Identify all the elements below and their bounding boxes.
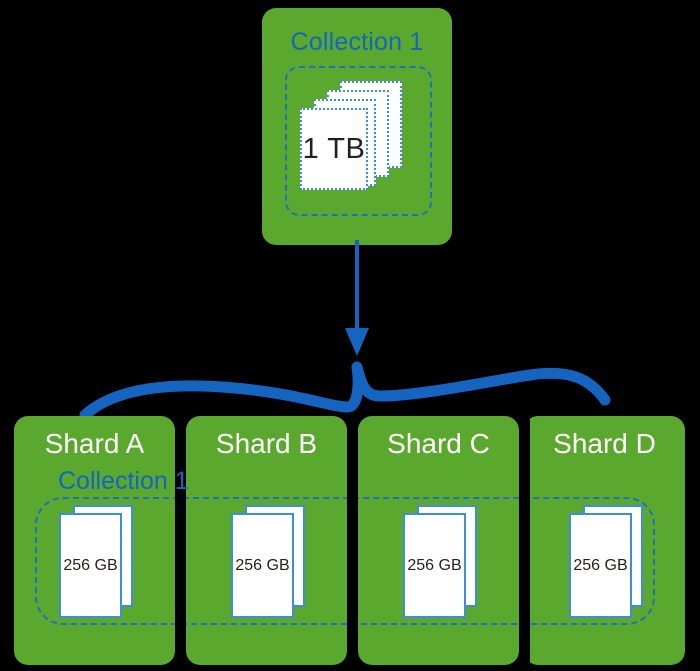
shard-gap-1 xyxy=(175,416,186,665)
shard-collection-label: Collection 1 xyxy=(58,467,189,495)
shard-b-document-front xyxy=(231,513,294,618)
collection-size-label: 1 TB xyxy=(302,132,366,165)
wavy-brace-icon xyxy=(79,361,611,421)
shard-a-document-front xyxy=(59,513,122,618)
down-arrow-icon-head xyxy=(345,328,369,356)
shard-title-a: Shard A xyxy=(44,428,145,459)
shard-d-size-label: 256 GB xyxy=(573,556,628,574)
document-sheet-1 xyxy=(300,108,368,190)
shard-b-size-label: 256 GB xyxy=(235,556,290,574)
collection-card-title: Collection 1 xyxy=(290,28,424,56)
shard-title-c: Shard C xyxy=(387,428,490,459)
shard-gap-3 xyxy=(519,416,530,665)
shard-gap-2 xyxy=(347,416,358,665)
shard-d-document-front xyxy=(569,513,632,618)
shard-title-b: Shard B xyxy=(215,428,318,459)
down-arrow-icon-shaft xyxy=(355,240,359,330)
shard-c-size-label: 256 GB xyxy=(407,556,462,574)
shard-a-size-label: 256 GB xyxy=(63,556,118,574)
collection-dashed-container xyxy=(285,66,432,216)
shard-c-document-front xyxy=(403,513,466,618)
shard-collection-dashed-container xyxy=(35,497,655,625)
shard-title-d: Shard D xyxy=(553,428,656,459)
collection-card: Collection 1 xyxy=(262,8,452,245)
